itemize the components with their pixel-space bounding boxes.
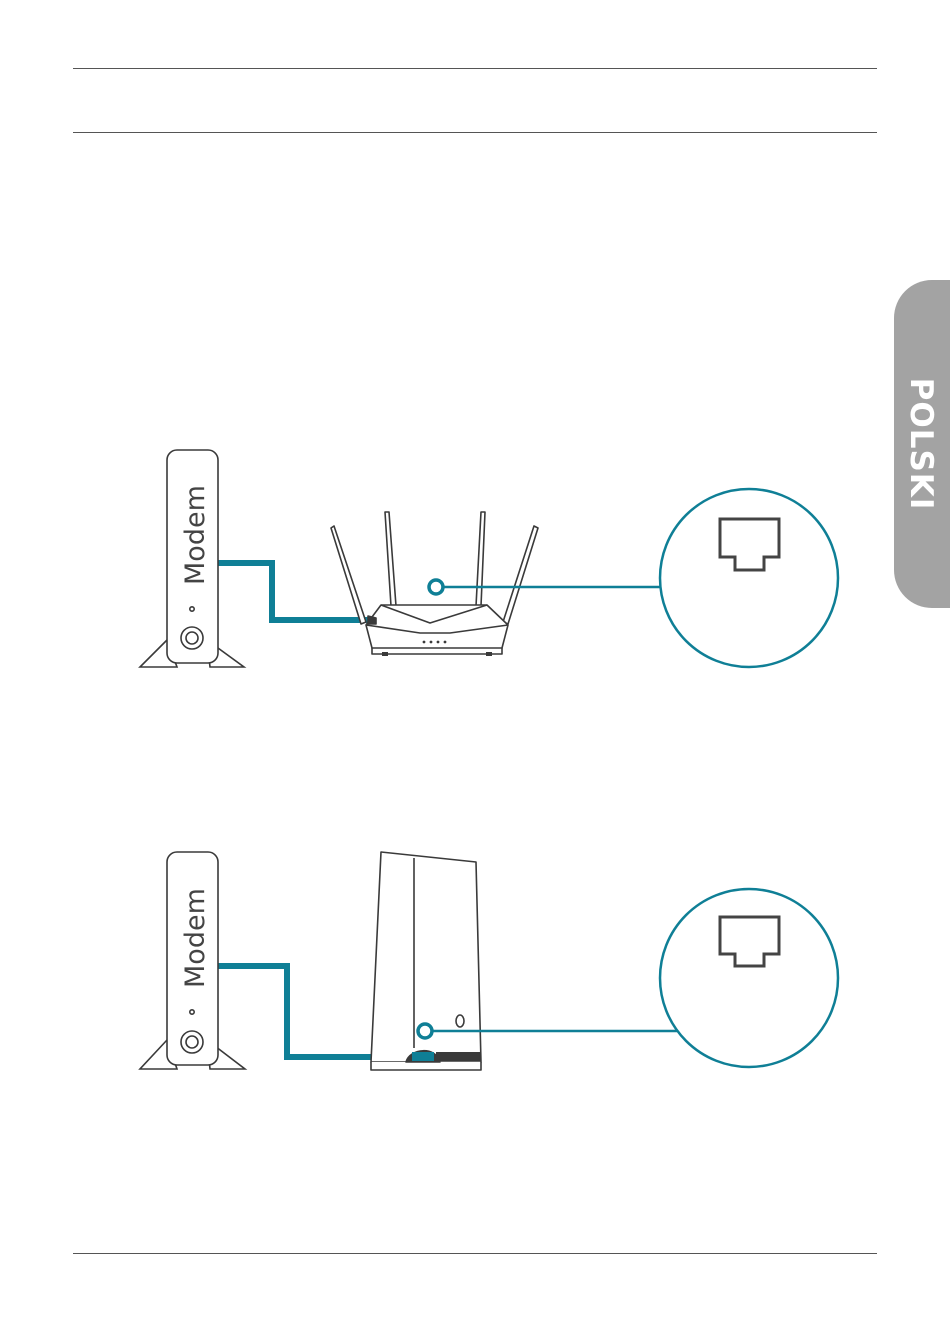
diagram-tower: Modem [140, 852, 838, 1070]
zoom-circle [660, 489, 838, 667]
port-marker [418, 1024, 432, 1038]
modem-label: Modem [180, 888, 211, 988]
port-marker [429, 580, 443, 594]
modem-label: Modem [180, 485, 211, 585]
diagram-router: Modem [140, 450, 838, 667]
